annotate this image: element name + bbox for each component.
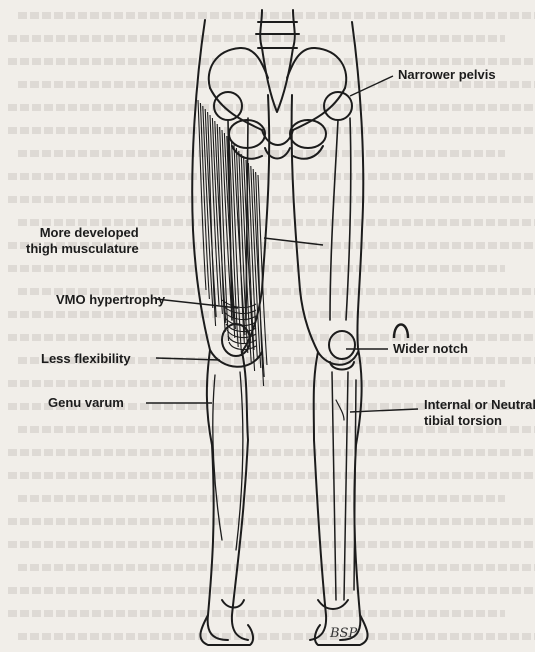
right-tibia-fibula — [332, 372, 356, 600]
tibial-torsion-label-line2: tibial torsion — [424, 413, 535, 429]
thigh-musculature-label: More developed thigh musculature — [26, 225, 139, 257]
notch-icon — [394, 325, 408, 339]
right-leg-outline — [292, 22, 368, 645]
pelvis-outline — [209, 10, 347, 159]
wider-notch-label: Wider notch — [393, 341, 468, 357]
genu-varum-label: Genu varum — [48, 395, 124, 411]
tibial-torsion-label-line1: Internal or Neutral — [424, 397, 535, 413]
thigh-musculature-label-line2: thigh musculature — [26, 241, 139, 257]
vmo-hypertrophy-label: VMO hypertrophy — [56, 292, 165, 308]
tibial-torsion-label: Internal or Neutral tibial torsion — [424, 397, 535, 429]
right-femoral-condyle — [329, 331, 355, 359]
right-femoral-head — [324, 92, 352, 120]
right-femur — [330, 118, 351, 320]
artist-signature: BSP — [330, 626, 357, 641]
leader-lines — [146, 76, 418, 412]
less-flexibility-label: Less flexibility — [41, 351, 131, 367]
narrower-pelvis-label: Narrower pelvis — [398, 67, 496, 83]
left-patella — [222, 324, 250, 356]
left-femoral-head — [214, 92, 242, 120]
thigh-musculature-label-line1: More developed — [26, 225, 139, 241]
